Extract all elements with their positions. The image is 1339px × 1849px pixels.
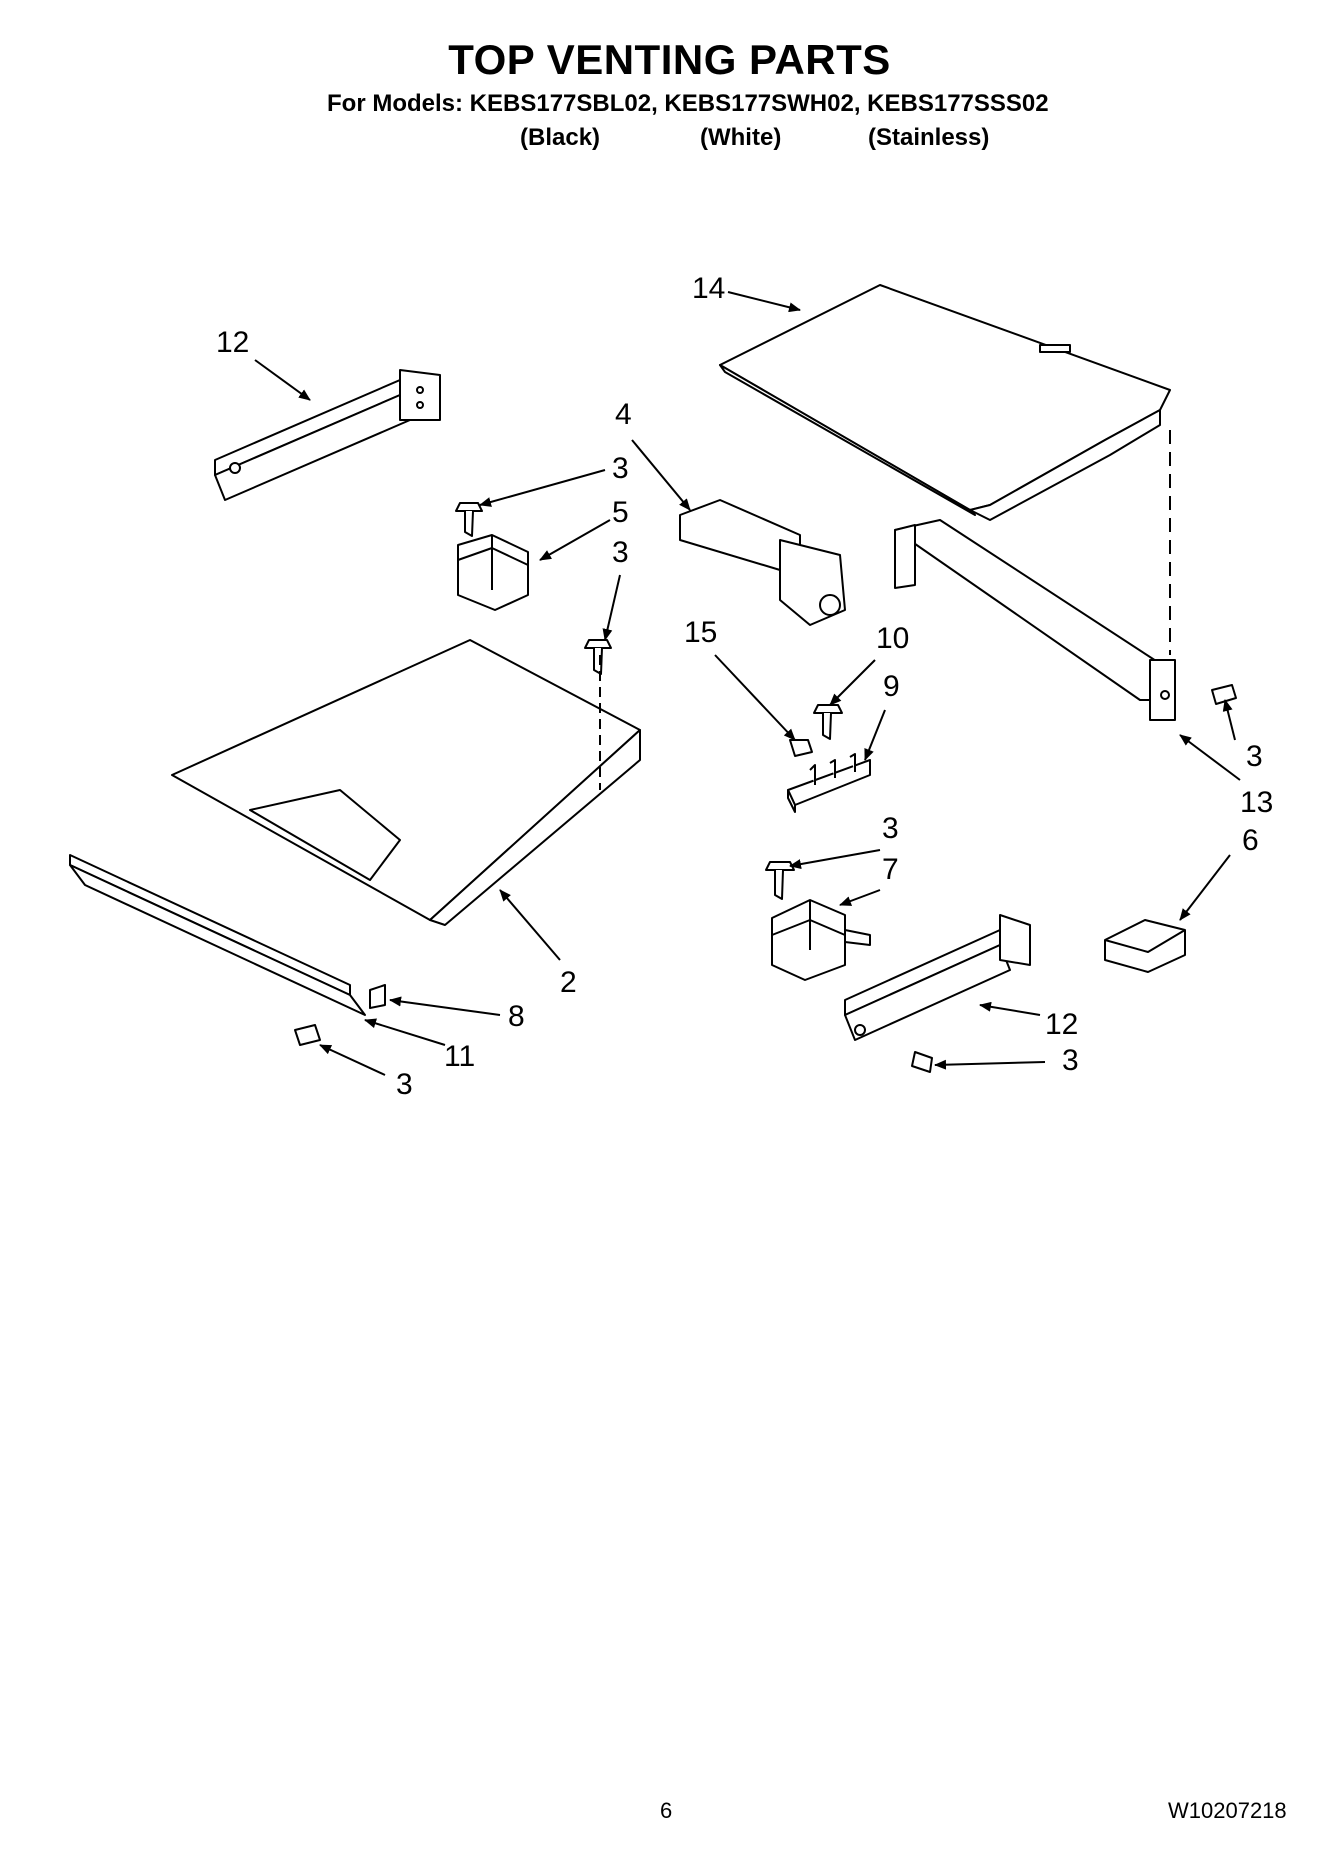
callout-9: 9 [883, 670, 900, 703]
variant-white: (White) [700, 124, 782, 151]
transformer-part-5 [457, 534, 529, 611]
variant-stainless: (Stainless) [868, 124, 990, 151]
screw-part-3-f [1211, 684, 1237, 705]
document-number: W10207218 [1168, 1798, 1287, 1823]
callout-5: 5 [612, 496, 629, 529]
panel-part-2 [171, 639, 641, 926]
screw-part-3-e [911, 1051, 933, 1073]
variant-black: (Black) [520, 124, 601, 151]
top-panel-part-14 [719, 284, 1171, 521]
screw-part-3-d [765, 861, 795, 900]
callout-4: 4 [615, 398, 632, 431]
models-line: For Models: KEBS177SBL02, KEBS177SWH02, … [327, 90, 1049, 117]
screw-part-3-a [455, 502, 483, 537]
rail-part-11 [69, 854, 366, 1016]
callout-12-left: 12 [216, 326, 250, 359]
leader-lines [254, 291, 1241, 1076]
screw-part-3-b [584, 639, 612, 675]
channel-part-13 [894, 519, 1176, 721]
callout-3-a: 3 [612, 452, 629, 485]
bracket-part-12-right [844, 914, 1031, 1041]
transformer-part-7 [771, 899, 871, 981]
callout-3-d: 3 [882, 812, 899, 845]
terminal-block-part-9 [787, 753, 871, 813]
screw-part-10 [813, 704, 843, 740]
callout-3-c: 3 [1246, 740, 1263, 773]
callout-12-right: 12 [1045, 1008, 1079, 1041]
screw-part-3-c [294, 1024, 321, 1046]
callout-3-b: 3 [612, 536, 629, 569]
clip-part-8 [369, 984, 386, 1009]
nut-part-15 [789, 739, 813, 757]
clip-part-6 [1104, 919, 1186, 973]
callout-13: 13 [1240, 786, 1274, 819]
callout-6: 6 [1242, 824, 1259, 857]
callout-3-e: 3 [396, 1068, 413, 1101]
callout-10: 10 [876, 622, 910, 655]
callout-8: 8 [508, 1000, 525, 1033]
page-number: 6 [660, 1798, 673, 1823]
callout-14: 14 [692, 272, 726, 305]
bracket-part-12-left [214, 369, 441, 501]
page-title: TOP VENTING PARTS [448, 36, 891, 83]
callout-2: 2 [560, 966, 577, 999]
switch-assembly-part-4 [679, 499, 846, 626]
callout-7: 7 [882, 853, 899, 886]
callout-15: 15 [684, 616, 718, 649]
callout-3-f: 3 [1062, 1044, 1079, 1077]
callout-11: 11 [444, 1040, 476, 1073]
